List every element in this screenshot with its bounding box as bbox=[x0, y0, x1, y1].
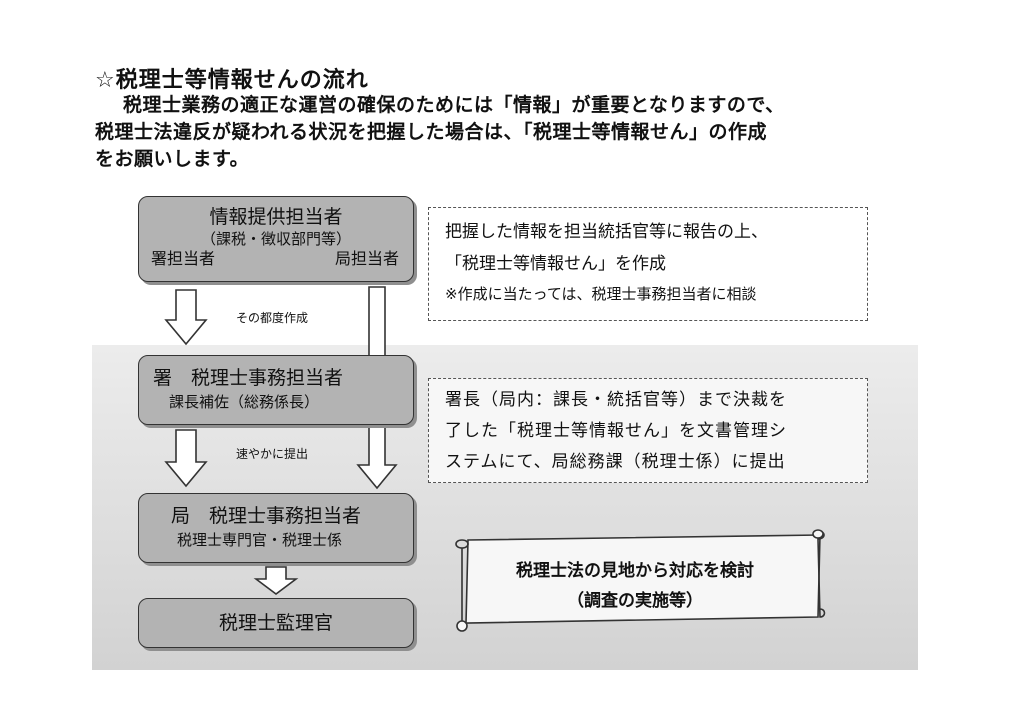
info-provider-subtitle: （課税・徴収部門等） bbox=[200, 230, 351, 248]
bureau-tax-accountant-officer-box: 局 税理士事務担当者 税理士専門官・税理士係 bbox=[138, 493, 414, 563]
page-heading: ☆税理士等情報せんの流れ bbox=[95, 68, 369, 93]
info-provider-roles: 署担当者 局担当者 bbox=[139, 249, 413, 269]
intro-paragraph: 税理士業務の適正な運営の確保のためには「情報」が重要となりますので、 税理士法違… bbox=[95, 92, 925, 173]
bureau-staff-label: 局担当者 bbox=[334, 249, 399, 268]
tax-accountant-supervisor-box: 税理士監理官 bbox=[138, 598, 414, 648]
down-arrow-icon bbox=[164, 289, 208, 346]
intro-line-3: をお願いします。 bbox=[95, 148, 250, 170]
scroll-text: 税理士法の見地から対応を検討 （調査の実施等） bbox=[470, 556, 800, 616]
submit-promptly-label: 速やかに提出 bbox=[236, 447, 309, 461]
office-officer-subtitle: 課長補佐（総務係長） bbox=[169, 393, 320, 411]
office-staff-label: 署担当者 bbox=[151, 249, 216, 268]
intro-line-1: 税理士業務の適正な運営の確保のためには「情報」が重要となりますので、 bbox=[123, 94, 785, 116]
bureau-officer-subtitle: 税理士専門官・税理士係 bbox=[177, 531, 343, 549]
scroll-line-1: 税理士法の見地から対応を検討 bbox=[516, 561, 754, 581]
bureau-officer-title: 局 税理士事務担当者 bbox=[171, 505, 362, 527]
info-provider-title: 情報提供担当者 bbox=[209, 206, 343, 228]
office-tax-accountant-officer-box: 署 税理士事務担当者 課長補佐（総務係長） bbox=[138, 355, 414, 425]
note2-line-2: 了した「税理士等情報せん」を文書管理シ bbox=[445, 421, 787, 441]
info-provider-box: 情報提供担当者 （課税・徴収部門等） 署担当者 局担当者 bbox=[138, 196, 414, 282]
note2-line-3: ステムにて、局総務課（税理士係）に提出 bbox=[445, 452, 786, 472]
note1-line-1: 把握した情報を担当統括官等に報告の上、 bbox=[445, 222, 768, 242]
note-submit-info-sheet: 署長（局内：課長・統括官等）まで決裁を 了した「税理士等情報せん」を文書管理シ … bbox=[428, 378, 868, 483]
note1-line-2: 「税理士等情報せん」を作成 bbox=[445, 254, 666, 274]
note1-line-3: ※作成に当たっては、税理士事務担当者に相談 bbox=[445, 285, 757, 303]
supervisor-title: 税理士監理官 bbox=[218, 612, 333, 634]
note2-line-1: 署長（局内：課長・統括官等）まで決裁を bbox=[445, 390, 787, 410]
intro-line-2: 税理士法違反が疑われる状況を把握した場合は、「税理士等情報せん」の作成 bbox=[95, 121, 768, 143]
note-create-info-sheet: 把握した情報を担当統括官等に報告の上、 「税理士等情報せん」を作成 ※作成に当た… bbox=[428, 207, 868, 321]
office-officer-title: 署 税理士事務担当者 bbox=[153, 367, 344, 389]
create-each-time-label: その都度作成 bbox=[236, 311, 309, 325]
scroll-line-2: （調査の実施等） bbox=[567, 591, 703, 611]
